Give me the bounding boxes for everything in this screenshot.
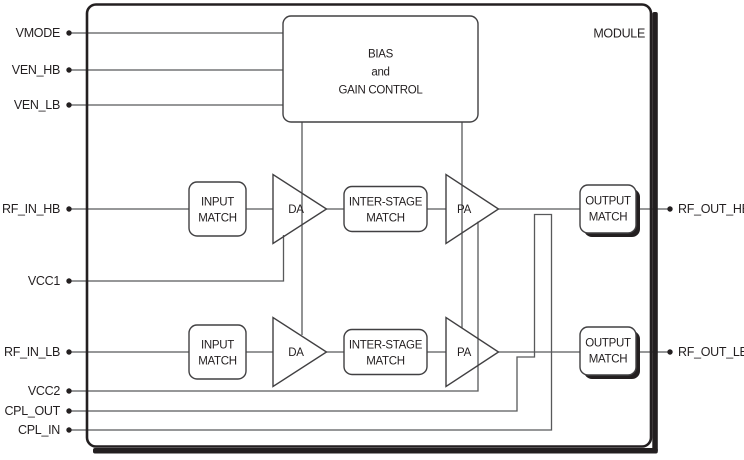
inter-stage-match-lb-block <box>343 328 428 376</box>
vcc2-pin-label: VCC2 <box>28 384 60 398</box>
vcc1-wire <box>69 235 285 282</box>
inter-stage-hb-line1: INTER-STAGE <box>349 197 423 209</box>
vcc2-wire <box>69 221 479 392</box>
vcc2-pin-dot <box>66 388 72 394</box>
vmode-pin-dot <box>66 30 72 36</box>
ven-lb-pin-label: VEN_LB <box>14 98 60 112</box>
bias-block-line2: and <box>371 67 389 79</box>
ven-hb-pin-label: VEN_HB <box>12 63 60 77</box>
inter-stage-match-hb-block <box>343 185 428 233</box>
output-match-hb-line2: MATCH <box>589 212 628 224</box>
rf-out-lb-pin-label: RF_OUT_LB <box>678 345 744 359</box>
power-amp-lb-triangle <box>445 316 500 388</box>
cpl-out-pin-dot <box>66 408 72 414</box>
vmode-pin-label: VMODE <box>16 26 60 40</box>
input-match-hb-block <box>188 181 247 237</box>
vcc1-pin-dot <box>66 278 72 284</box>
driver-amp-hb-triangle <box>272 173 328 245</box>
bias-block-line3: GAIN CONTROL <box>339 85 424 97</box>
output-match-hb-line1: OUTPUT <box>585 196 631 208</box>
power-amp-hb-triangle <box>445 173 500 245</box>
cpl-in-pin-label: CPL_IN <box>18 423 60 437</box>
rf-in-lb-pin-label: RF_IN_LB <box>4 345 60 359</box>
ven-lb-pin-dot <box>66 102 72 108</box>
rf-in-lb-pin-dot <box>66 349 72 355</box>
rf-out-hb-pin-label: RF_OUT_HB <box>678 202 744 216</box>
driver-amp-hb-label: DA <box>288 204 304 216</box>
inter-stage-lb-line1: INTER-STAGE <box>349 340 423 352</box>
input-match-lb-line2: MATCH <box>198 356 237 368</box>
rf-in-hb-pin-dot <box>66 206 72 212</box>
rf-in-hb-pin-label: RF_IN_HB <box>2 202 60 216</box>
driver-amp-lb-label: DA <box>288 347 304 359</box>
rf-out-lb-pin-dot <box>667 349 673 355</box>
input-match-lb-block <box>188 324 247 380</box>
pin-labels: VMODE VEN_HB VEN_LB RF_IN_HB VCC1 RF_IN_… <box>2 26 744 437</box>
output-match-lb-line1: OUTPUT <box>585 338 631 350</box>
power-amp-lb-label: PA <box>457 347 472 359</box>
blocks: BIAS and GAIN CONTROL INPUT MATCH INPUT … <box>188 15 640 388</box>
bias-block-line1: BIAS <box>368 49 394 61</box>
cpl-in-pin-dot <box>66 427 72 433</box>
inter-stage-hb-line2: MATCH <box>366 213 405 225</box>
module-border <box>85 3 653 448</box>
wires <box>69 32 670 431</box>
power-amp-hb-label: PA <box>457 204 472 216</box>
module-shadow-right <box>652 12 658 452</box>
driver-amp-lb-triangle <box>272 316 328 388</box>
module-label: MODULE <box>593 27 645 41</box>
vcc1-pin-label: VCC1 <box>28 274 60 288</box>
input-match-lb-line1: INPUT <box>201 340 234 352</box>
input-match-hb-line1: INPUT <box>201 197 234 209</box>
output-match-hb-block <box>579 184 637 234</box>
output-match-lb-block <box>579 326 637 376</box>
input-match-hb-line2: MATCH <box>198 213 237 225</box>
ven-hb-pin-dot <box>66 67 72 73</box>
coupler-wire <box>69 213 553 431</box>
cpl-out-pin-label: CPL_OUT <box>4 404 60 418</box>
bias-gain-control-block <box>282 15 479 123</box>
inter-stage-lb-line2: MATCH <box>366 356 405 368</box>
output-match-lb-line2: MATCH <box>589 354 628 366</box>
rf-out-hb-pin-dot <box>667 206 673 212</box>
module-shadow-bottom <box>93 448 658 454</box>
pin-dots <box>66 30 673 433</box>
